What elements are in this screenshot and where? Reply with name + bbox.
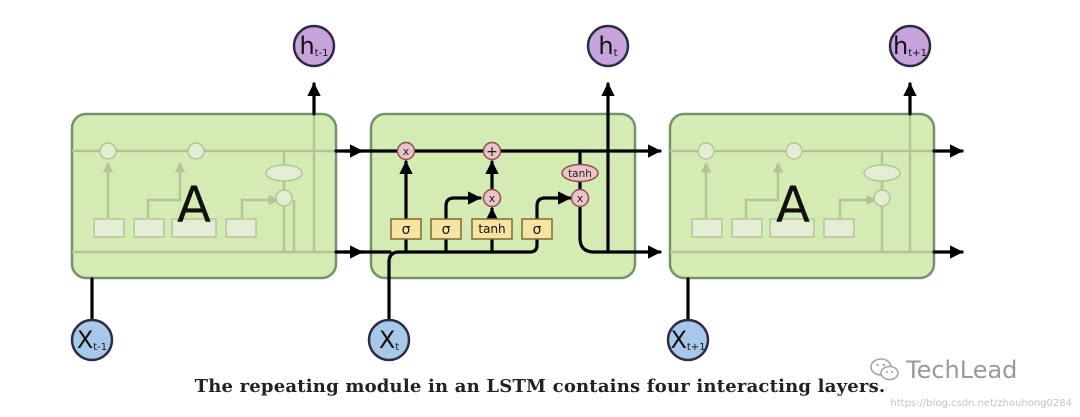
figure-caption: The repeating module in an LSTM contains… bbox=[194, 376, 886, 397]
output-main: h bbox=[299, 32, 314, 60]
input-node-right: Xt+1 bbox=[666, 318, 710, 362]
input-multiply-op: x bbox=[482, 188, 502, 208]
module-left: A bbox=[70, 112, 338, 280]
output-main: h bbox=[598, 32, 613, 60]
cell-add-op: + bbox=[482, 141, 502, 161]
watermark-credit: https://blog.csdn.net/zhouhong0284 bbox=[890, 398, 1072, 409]
svg-text:Xt-1: Xt-1 bbox=[77, 326, 107, 354]
output-gate-label: σ bbox=[533, 222, 542, 238]
brand-name: TechLead bbox=[906, 356, 1018, 384]
output-sub: t+1 bbox=[908, 48, 927, 59]
tanh-op-label: tanh bbox=[568, 168, 592, 180]
input-main: X bbox=[670, 326, 686, 354]
output-node-left: ht-1 bbox=[292, 24, 336, 68]
multiply-sign: x bbox=[403, 145, 410, 158]
candidate-layer-label: tanh bbox=[478, 222, 505, 236]
svg-text:Xt+1: Xt+1 bbox=[670, 326, 705, 354]
module-left-label: A bbox=[177, 176, 211, 234]
input-sub: t-1 bbox=[93, 342, 107, 353]
lstm-diagram: A A bbox=[70, 24, 964, 362]
input-main: X bbox=[77, 326, 93, 354]
svg-text:ht-1: ht-1 bbox=[299, 32, 328, 60]
svg-text:Xt: Xt bbox=[379, 326, 399, 354]
watermark-brand: TechLead bbox=[870, 352, 1017, 388]
module-center: σ σ tanh σ x + bbox=[343, 82, 662, 322]
output-multiply-op: x bbox=[570, 188, 590, 208]
input-sub: t+1 bbox=[687, 342, 706, 353]
output-sub: t-1 bbox=[315, 48, 329, 59]
center-pointwise-ops: x + x tanh x bbox=[396, 141, 599, 208]
forget-gate-layer: σ bbox=[390, 218, 422, 240]
svg-text:ht: ht bbox=[598, 32, 617, 60]
cell-tanh-op: tanh bbox=[561, 163, 599, 183]
output-node-center: ht bbox=[586, 24, 630, 68]
multiply-sign: x bbox=[489, 192, 496, 205]
svg-text:ht+1: ht+1 bbox=[893, 32, 927, 60]
input-main: X bbox=[379, 326, 395, 354]
input-gate-label: σ bbox=[442, 222, 451, 238]
candidate-layer: tanh bbox=[471, 218, 513, 240]
forget-multiply-op: x bbox=[396, 141, 416, 161]
outer-connections bbox=[90, 82, 964, 322]
input-gate-layer: σ bbox=[430, 218, 462, 240]
input-node-center: Xt bbox=[367, 318, 411, 362]
module-right: A bbox=[668, 112, 936, 280]
module-right-label: A bbox=[776, 176, 810, 234]
add-sign: + bbox=[486, 144, 498, 160]
output-sub: t bbox=[614, 48, 618, 59]
module-right-ghost-ops bbox=[691, 142, 901, 238]
input-sub: t bbox=[395, 342, 399, 353]
forget-gate-label: σ bbox=[402, 222, 411, 238]
multiply-sign: x bbox=[577, 192, 584, 205]
wechat-icon bbox=[870, 357, 900, 383]
output-node-right: ht+1 bbox=[888, 24, 932, 68]
center-flow-lines bbox=[343, 82, 662, 322]
center-layers: σ σ tanh σ bbox=[390, 218, 553, 240]
input-node-left: Xt-1 bbox=[70, 318, 114, 362]
output-gate-layer: σ bbox=[521, 218, 553, 240]
output-main: h bbox=[893, 32, 908, 60]
module-left-ghost-ops bbox=[93, 142, 303, 238]
